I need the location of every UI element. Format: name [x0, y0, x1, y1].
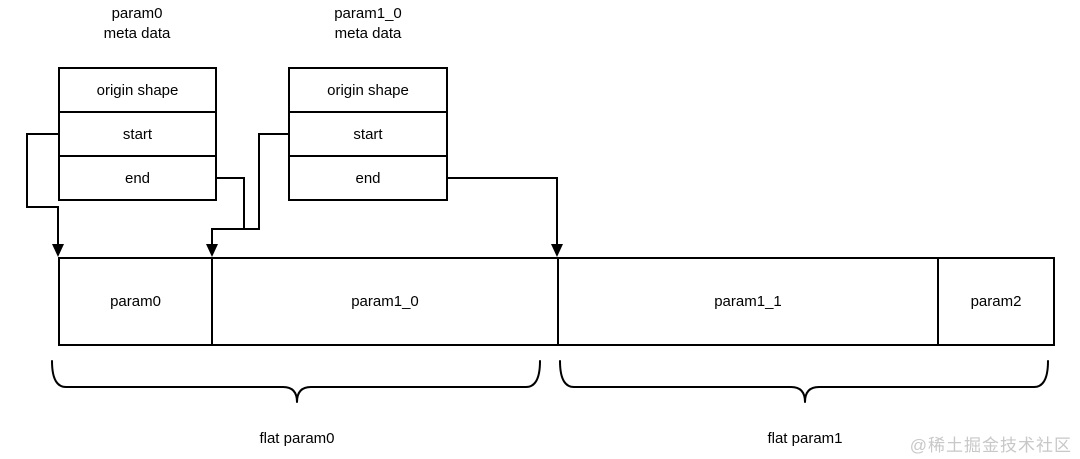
- param0-end-cell: end: [60, 155, 215, 199]
- segment-param0: param0: [110, 293, 161, 310]
- param0-origin-shape-cell: origin shape: [96, 81, 179, 99]
- flat-memory-bar: param0 param1_0 param1_1 param2: [58, 257, 1055, 346]
- param0-meta-table: origin shape start end: [58, 67, 217, 201]
- param1_0-end-cell: end: [290, 155, 446, 199]
- param1_0-origin-shape-cell: origin shape: [327, 81, 409, 99]
- connector-param1_0-end: [448, 177, 558, 246]
- brace-flat-param0-icon: [51, 360, 541, 403]
- connector-param1_0-start: [213, 133, 288, 230]
- watermark-text: @稀土掘金技术社区: [909, 436, 1072, 455]
- arrowhead-param1_0-end-icon: [551, 244, 563, 257]
- flat-param0-label: flat param0: [259, 430, 335, 447]
- flat-param1-label: flat param1: [767, 430, 843, 447]
- param1_0-start-cell: start: [290, 111, 446, 155]
- connector-param0-start: [26, 133, 59, 246]
- param0-meta-title: param0 meta data: [103, 5, 171, 42]
- segment-param1_1: param1_1: [557, 259, 937, 344]
- brace-flat-param1-icon: [559, 360, 1049, 403]
- param1_0-meta-title: param1_0 meta data: [334, 5, 402, 42]
- arrowhead-param0-start-icon: [52, 244, 64, 257]
- segment-param1_0: param1_0: [211, 259, 557, 344]
- param1_0-meta-table: origin shape start end: [288, 67, 448, 201]
- param0-start-cell: start: [60, 111, 215, 155]
- arrowhead-boundary-icon: [206, 244, 218, 257]
- segment-param2: param2: [937, 259, 1053, 344]
